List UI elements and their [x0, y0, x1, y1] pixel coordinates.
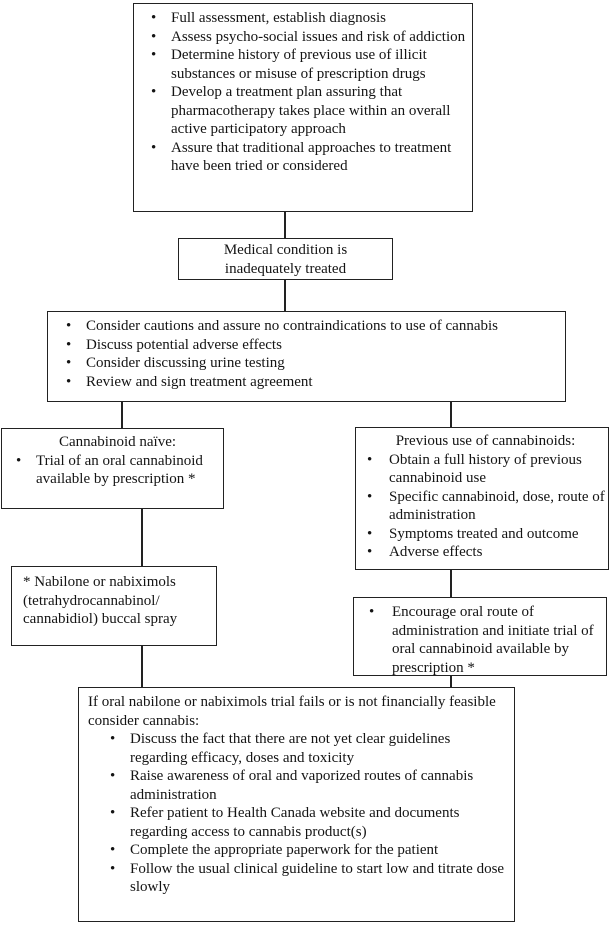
encourage-box: • Encourage oral route of administration … [353, 597, 607, 676]
bullet-icon: • [110, 731, 116, 747]
bullet-item: • Encourage oral route of administration … [367, 603, 604, 677]
connector-nabilone-to-cannabis [141, 646, 143, 687]
bullet-item: • Discuss the fact that there are not yet… [108, 730, 510, 767]
bullet-item: • Obtain a full history of previous canna… [365, 451, 606, 488]
cannabis-box-intro: If oral nabilone or nabiximols trial fai… [88, 694, 496, 729]
connector-cautions-to-naive [121, 402, 123, 428]
bullet-icon: • [151, 10, 157, 26]
connector-previous-to-encourage [450, 570, 452, 597]
bullet-text: Full assessment, establish diagnosis [171, 10, 386, 26]
bullet-icon: • [66, 373, 72, 390]
bullet-text: Assess psycho-social issues and risk of … [171, 28, 466, 45]
bullet-icon: • [66, 336, 72, 353]
bullet-text: Refer patient to Health Canada website a… [130, 805, 460, 840]
bullet-item: • Raise awareness of oral and vaporized r… [108, 767, 510, 804]
bullet-icon: • [367, 451, 373, 468]
bullet-item: • Determine history of previous use of il… [149, 46, 470, 83]
connector-naive-to-nabilone [141, 509, 143, 566]
bullet-icon: • [369, 604, 375, 620]
connector-assessment-to-condition [284, 212, 286, 238]
bullet-text: Trial of an oral cannabinoid available b… [36, 452, 203, 488]
bullet-text: Adverse effects [389, 544, 483, 560]
previous-bullet-list: • Obtain a full history of previous canna… [365, 451, 606, 562]
bullet-icon: • [110, 768, 116, 784]
bullet-item: • Review and sign treatment agreement [64, 373, 561, 392]
bullet-item: • Follow the usual clinical guideline to … [108, 860, 510, 897]
bullet-icon: • [16, 452, 22, 469]
assessment-bullet-list: • Full assessment, establish diagnosis • As… [149, 9, 470, 176]
bullet-text: Discuss the fact that there are not yet … [130, 731, 451, 766]
bullet-item: • Symptoms treated and outcome [365, 525, 606, 544]
bullet-icon: • [110, 860, 116, 877]
bullet-item: • Discuss potential adverse effects [64, 336, 561, 355]
bullet-text: Complete the appropriate paperwork for t… [130, 842, 439, 858]
naive-bullet-list: • Trial of an oral cannabinoid available … [14, 452, 221, 489]
text-line: cannabidiol) buccal spray [23, 611, 178, 627]
bullet-text: Specific cannabinoid, dose, route of adm… [389, 488, 605, 524]
bullet-icon: • [66, 318, 72, 334]
bullet-item: • Assess psycho-social issues and risk of… [149, 28, 470, 47]
bullet-icon: • [151, 139, 157, 156]
bullet-text: Raise awareness of oral and vaporized ro… [130, 768, 474, 803]
bullet-text: Review and sign treatment agreement [86, 373, 313, 390]
cannabis-bullet-list: • Discuss the fact that there are not yet… [88, 730, 510, 897]
bullet-text: Encourage oral route of administration a… [392, 604, 594, 676]
text-line: (tetrahydrocannabinol/ [23, 592, 160, 609]
connector-condition-to-cautions [284, 280, 286, 311]
encourage-bullet-list: • Encourage oral route of administration … [367, 603, 604, 677]
bullet-text: Assure that traditional approaches to tr… [171, 139, 452, 175]
text-line: * Nabilone or nabiximols [23, 574, 176, 590]
condition-text-lines: Medical condition is inadequately treated [179, 241, 392, 278]
bullet-icon: • [367, 544, 373, 560]
bullet-item: • Refer patient to Health Canada website … [108, 804, 510, 841]
naive-box-heading: Cannabinoid naïve: [58, 434, 177, 450]
bullet-text: Consider cautions and assure no contrain… [86, 318, 498, 334]
cautions-box: • Consider cautions and assure no contrai… [47, 311, 566, 402]
bullet-item: • Complete the appropriate paperwork for … [108, 841, 510, 860]
bullet-icon: • [110, 805, 116, 821]
bullet-icon: • [151, 47, 157, 63]
bullet-icon: • [367, 525, 373, 542]
bullet-icon: • [367, 488, 373, 505]
bullet-icon: • [66, 355, 72, 371]
bullet-text: Determine history of previous use of ill… [171, 47, 427, 82]
bullet-text: Consider discussing urine testing [86, 355, 285, 371]
bullet-item: • Trial of an oral cannabinoid available … [14, 452, 221, 489]
condition-box: Medical condition is inadequately treated [178, 238, 393, 280]
connector-cautions-to-previous [450, 402, 452, 427]
connector-encourage-to-cannabis [450, 676, 452, 687]
bullet-item: • Full assessment, establish diagnosis [149, 9, 470, 28]
previous-box-heading: Previous use of cannabinoids: [395, 433, 576, 449]
bullet-item: • Consider discussing urine testing [64, 354, 561, 373]
bullet-icon: • [151, 84, 157, 100]
bullet-item: • Develop a treatment plan assuring that … [149, 83, 470, 139]
nabilone-text-lines: * Nabilone or nabiximols (tetrahydrocanna… [23, 573, 208, 629]
text-line: Medical condition is [223, 242, 348, 258]
assessment-box: • Full assessment, establish diagnosis • As… [133, 3, 473, 212]
cautions-bullet-list: • Consider cautions and assure no contrai… [64, 317, 561, 391]
text-line: inadequately treated [224, 260, 347, 277]
bullet-text: Follow the usual clinical guideline to s… [130, 860, 505, 896]
bullet-text: Discuss potential adverse effects [86, 336, 282, 353]
bullet-text: Develop a treatment plan assuring that p… [171, 84, 451, 137]
bullet-item: • Specific cannabinoid, dose, route of ad… [365, 488, 606, 525]
bullet-item: • Adverse effects [365, 543, 606, 562]
naive-box: Cannabinoid naïve: • Trial of an oral can… [1, 428, 224, 509]
bullet-item: • Consider cautions and assure no contrai… [64, 317, 561, 336]
bullet-icon: • [110, 842, 116, 858]
bullet-text: Symptoms treated and outcome [389, 525, 579, 542]
bullet-item: • Assure that traditional approaches to t… [149, 139, 470, 176]
bullet-text: Obtain a full history of previous cannab… [389, 451, 582, 487]
previous-box: Previous use of cannabinoids: • Obtain a … [355, 427, 609, 570]
nabilone-box: * Nabilone or nabiximols (tetrahydrocanna… [11, 566, 217, 646]
cannabis-box: If oral nabilone or nabiximols trial fai… [78, 687, 515, 922]
bullet-icon: • [151, 28, 157, 45]
